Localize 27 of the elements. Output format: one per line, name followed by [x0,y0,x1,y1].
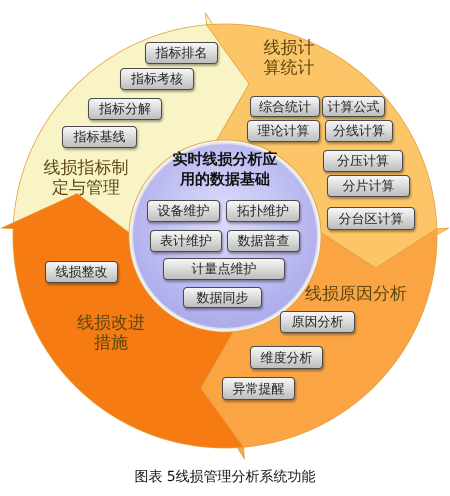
function-box: 表计维护 [150,230,222,252]
function-box: 设备维护 [147,200,220,222]
function-box: 计量点维护 [163,258,285,280]
function-box: 指标分解 [88,98,162,120]
function-box: 分台区计算 [327,207,415,230]
segment-title: 线损计算统计 [262,38,316,79]
segment-title: 线损指标制定与管理 [42,158,130,199]
function-box: 指标排名 [145,42,218,64]
function-box: 异常提醒 [222,377,295,400]
function-box: 分片计算 [327,175,410,197]
function-box: 分压计算 [323,150,403,172]
segment-title: 线损原因分析 [304,284,408,304]
function-box: 原因分析 [280,311,355,333]
function-box: 分线计算 [325,120,393,142]
function-box: 指标考核 [120,68,194,90]
function-box: 数据同步 [183,287,262,308]
center-title: 实时线损分析应用的数据基础 [172,150,278,189]
function-box: 线损整改 [45,261,118,283]
function-box: 拓扑维护 [226,200,300,222]
function-box: 综合统计 [250,96,320,117]
function-box: 维度分析 [250,346,323,369]
caption: 图表 5线损管理分析系统功能 [133,468,317,486]
function-box: 计算公式 [322,96,385,117]
function-box: 指标基线 [62,126,137,148]
segment-title: 线损改进措施 [76,313,146,354]
function-box: 数据普查 [227,230,300,252]
function-box: 理论计算 [247,120,320,142]
